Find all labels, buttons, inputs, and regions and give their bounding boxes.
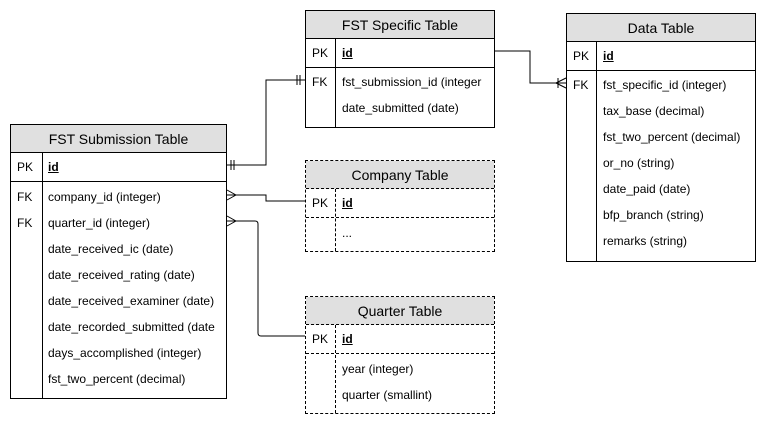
company-pk-row: PK id [306,189,494,218]
rel-quarter-crow-bottom [226,220,237,227]
fst-specific-table-title: FST Specific Table [306,11,494,39]
rel-company-crow-bottom [226,194,237,201]
data-pk-row: PK id [567,42,755,71]
rel-specific-data [495,50,566,84]
rel-data-crow-top [555,77,567,84]
pk-label: PK [312,332,329,346]
field-quarter: quarter (smallint) [342,388,433,402]
pk-field: id [342,196,353,210]
field-days-accomplished: days_accomplished (integer) [48,346,202,360]
quarter-table: Quarter Table PK id year (integer) quart… [305,296,495,414]
field-bfp-branch: bfp_branch (string) [603,208,704,222]
quarter-pk-row: PK id [306,325,494,354]
rel-submission-company [227,194,305,202]
fst-submission-table-title: FST Submission Table [11,125,226,153]
field-or-no: or_no (string) [603,156,675,170]
field-tax-base: tax_base (decimal) [603,104,705,118]
pk-field: id [48,160,59,174]
field-fst-two-percent: fst_two_percent (decimal) [48,372,186,386]
company-table-title: Company Table [306,161,494,189]
fst-specific-pk-row: PK id [306,39,494,68]
field-quarter-id: quarter_id (integer) [48,216,151,230]
company-table: Company Table PK id ... [305,160,495,252]
field-fst-specific-id: fst_specific_id (integer) [603,78,727,92]
rel-company-crow-top [226,189,237,196]
data-table-title: Data Table [567,14,755,42]
fst-specific-table: FST Specific Table PK id FK fst_submissi… [305,10,495,128]
field-fst-submission-id: fst_submission_id (integer [342,75,482,89]
field-date-received-examiner: date_received_examiner (date) [48,294,215,308]
fk-label: FK [17,216,33,230]
field-fst-two-percent: fst_two_percent (decimal) [603,130,741,144]
fst-submission-table: FST Submission Table PK id FK company_id… [10,124,227,399]
data-table: Data Table PK id FK fst_specific_id (int… [566,13,756,262]
field-date-paid: date_paid (date) [603,182,691,196]
field-ellipsis: ... [342,226,353,240]
pk-label: PK [312,196,329,210]
rel-submission-quarter [227,220,305,337]
field-company-id: company_id (integer) [48,190,161,204]
fst-submission-pk-row: PK id [11,153,226,182]
fk-label: FK [312,75,328,89]
quarter-table-title: Quarter Table [306,297,494,325]
rel-quarter-crow-top [226,215,237,222]
pk-field: id [342,332,353,346]
field-date-recorded-submitted: date_recorded_submitted (date [48,320,215,334]
fk-label: FK [573,78,589,92]
pk-label: PK [17,160,34,174]
rel-data-crow-bottom [555,82,567,89]
rel-submission-specific [227,79,305,166]
field-year: year (integer) [342,362,414,376]
pk-field: id [603,49,614,63]
field-date-received-rating: date_received_rating (date) [48,268,195,282]
field-date-submitted: date_submitted (date) [342,101,459,115]
field-remarks: remarks (string) [603,234,688,248]
pk-label: PK [573,49,590,63]
fk-label: FK [17,190,33,204]
field-date-received-ic: date_received_ic (date) [48,242,174,256]
pk-label: PK [312,46,329,60]
pk-field: id [342,46,353,60]
